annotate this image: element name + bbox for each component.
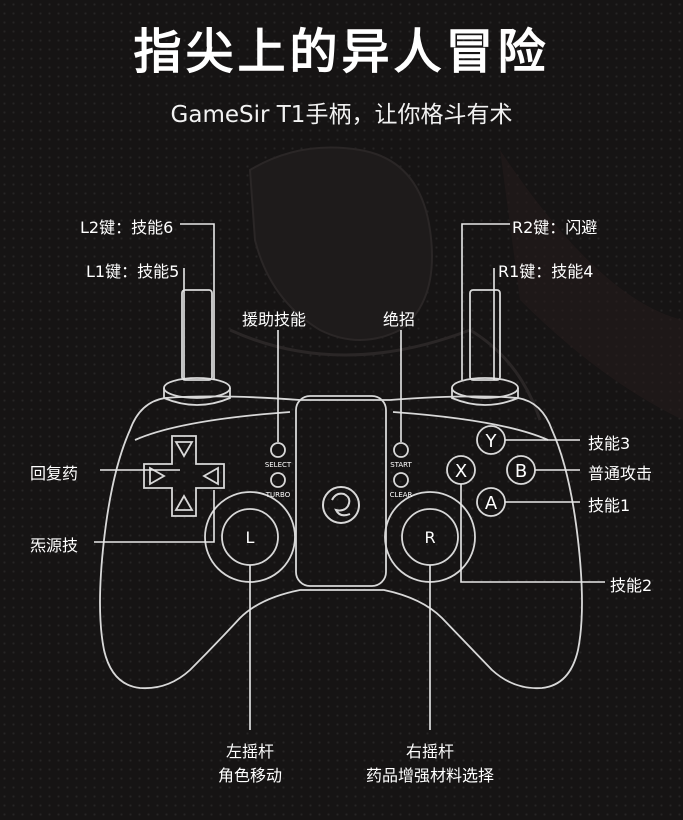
label-element-skill: 炁源技: [30, 536, 79, 555]
label-assist-skill: 援助技能: [242, 310, 307, 329]
label-dpad: 回复药: [30, 464, 79, 483]
select-label: SELECT: [265, 461, 292, 469]
start-button: [393, 442, 409, 458]
button-b-letter: B: [515, 461, 527, 482]
turbo-label: TURBO: [265, 491, 291, 499]
label-right-stick-desc: 药品增强材料选择: [365, 766, 494, 785]
label-left-stick-title: 左摇杆: [225, 742, 274, 761]
label-l1: L1键：技能5: [86, 262, 180, 281]
button-y-letter: Y: [485, 431, 498, 452]
clear-button: [393, 472, 409, 488]
label-skill1: 技能1: [588, 496, 631, 515]
label-ultimate: 绝招: [383, 310, 416, 329]
label-right-stick-title: 右摇杆: [405, 742, 454, 761]
gamesir-logo: [322, 486, 360, 524]
button-a-letter: A: [485, 493, 498, 514]
dpad: [143, 435, 225, 517]
label-skill2: 技能2: [610, 576, 653, 595]
select-button: [270, 442, 286, 458]
turbo-button: [270, 472, 286, 488]
label-l2: L2键：技能6: [80, 218, 174, 237]
phone-clamp: [295, 395, 387, 587]
controller-body: [99, 395, 583, 690]
page-title: 指尖上的异人冒险: [133, 24, 550, 80]
label-r1: R1键：技能4: [498, 262, 594, 281]
left-stick-letter: L: [246, 528, 255, 547]
label-normal-attack: 普通攻击: [588, 464, 653, 483]
start-label: START: [390, 461, 412, 469]
button-x-letter: X: [455, 461, 467, 482]
label-r2: R2键：闪避: [512, 218, 598, 237]
page-subtitle: GameSir T1手柄，让你格斗有术: [170, 102, 513, 128]
label-skill3: 技能3: [588, 434, 631, 453]
label-left-stick-desc: 角色移动: [217, 766, 282, 785]
clear-label: CLEAR: [390, 491, 413, 499]
right-stick-letter: R: [424, 528, 435, 547]
